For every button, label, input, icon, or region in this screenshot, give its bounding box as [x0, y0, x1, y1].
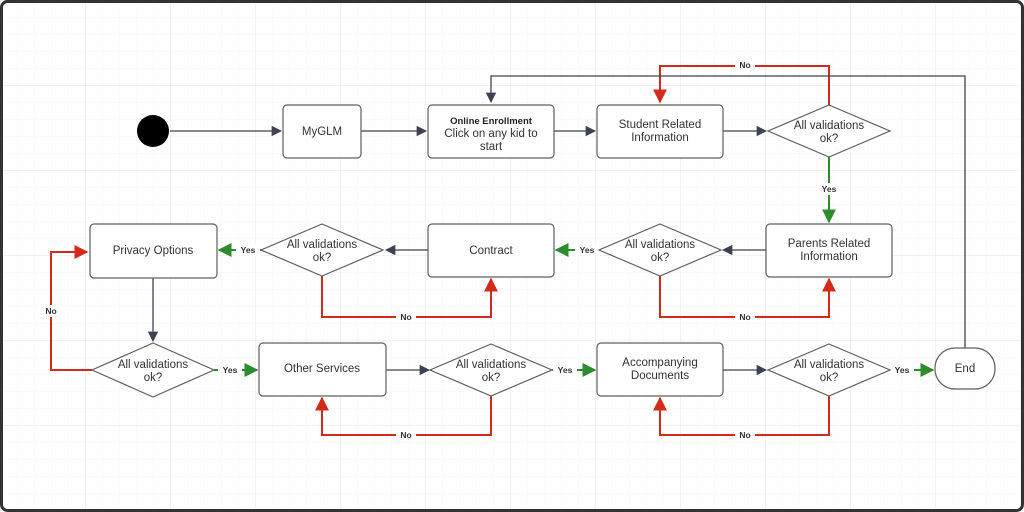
- node-accompanying-documents-line1: Accompanying: [622, 357, 697, 369]
- node-student-info: Student Related Information: [596, 104, 724, 159]
- node-other-services-label: Other Services: [284, 363, 360, 375]
- edge-label-yes: Yes: [223, 365, 238, 375]
- decision-3-line1: All validations: [287, 239, 358, 251]
- node-online-enrollment-line2: start: [480, 141, 503, 153]
- edge-label-no: No: [400, 312, 411, 322]
- decision-4-line2: ok?: [144, 372, 163, 384]
- decision-4: All validations ok?: [90, 342, 216, 398]
- node-myglm-label: MyGLM: [302, 126, 342, 138]
- node-parents-info: Parents Related Information: [765, 223, 893, 278]
- decision-5-line2: ok?: [482, 372, 501, 384]
- node-privacy-options: Privacy Options: [89, 223, 218, 279]
- node-myglm: MyGLM: [282, 104, 362, 159]
- node-online-enrollment-title: Online Enrollment: [450, 116, 533, 127]
- decision-1-line1: All validations: [794, 120, 865, 132]
- edge-label-yes: Yes: [558, 365, 573, 375]
- decision-2: All validations ok?: [597, 223, 723, 277]
- decision-2-line2: ok?: [651, 252, 670, 264]
- decision-2-line1: All validations: [625, 239, 696, 251]
- node-accompanying-documents: Accompanying Documents: [596, 342, 724, 397]
- decision-4-line1: All validations: [118, 359, 189, 371]
- decision-6: All validations ok?: [766, 343, 892, 397]
- decision-6-line2: ok?: [820, 372, 839, 384]
- edge-labels: No Yes Yes No Yes No No Yes Yes No Yes N…: [41, 59, 914, 441]
- edge-label-no: No: [739, 60, 750, 70]
- decision-1: All validations ok?: [766, 104, 892, 158]
- node-student-info-line1: Student Related: [619, 119, 701, 131]
- decision-6-line1: All validations: [794, 359, 865, 371]
- edge-label-yes: Yes: [822, 184, 837, 194]
- edge-label-yes: Yes: [580, 245, 595, 255]
- decision-3: All validations ok?: [259, 223, 385, 277]
- edge-label-no: No: [739, 312, 750, 322]
- node-other-services: Other Services: [258, 342, 387, 397]
- edge-label-yes: Yes: [241, 245, 256, 255]
- node-end-label: End: [955, 363, 975, 375]
- start-node: [137, 115, 169, 147]
- node-parents-info-line2: Information: [800, 251, 858, 263]
- node-online-enrollment-line1: Click on any kid to: [444, 128, 537, 140]
- node-online-enrollment: Online Enrollment Click on any kid to st…: [427, 104, 555, 159]
- edge-label-no: No: [45, 306, 56, 316]
- node-accompanying-documents-line2: Documents: [631, 370, 689, 382]
- edge-end-enrollment: [485, 75, 966, 348]
- node-student-info-line2: Information: [631, 132, 689, 144]
- node-parents-info-line1: Parents Related: [788, 238, 870, 250]
- edge-label-no: No: [400, 430, 411, 440]
- edge-label-yes: Yes: [895, 365, 910, 375]
- decision-5-line1: All validations: [456, 359, 527, 371]
- edge-label-no: No: [739, 430, 750, 440]
- node-end: End: [934, 347, 996, 390]
- node-contract-label: Contract: [469, 245, 513, 257]
- decision-5: All validations ok?: [428, 343, 554, 397]
- decision-3-line2: ok?: [313, 252, 332, 264]
- node-privacy-options-label: Privacy Options: [113, 245, 194, 257]
- decision-1-line2: ok?: [820, 133, 839, 145]
- node-contract: Contract: [427, 223, 555, 278]
